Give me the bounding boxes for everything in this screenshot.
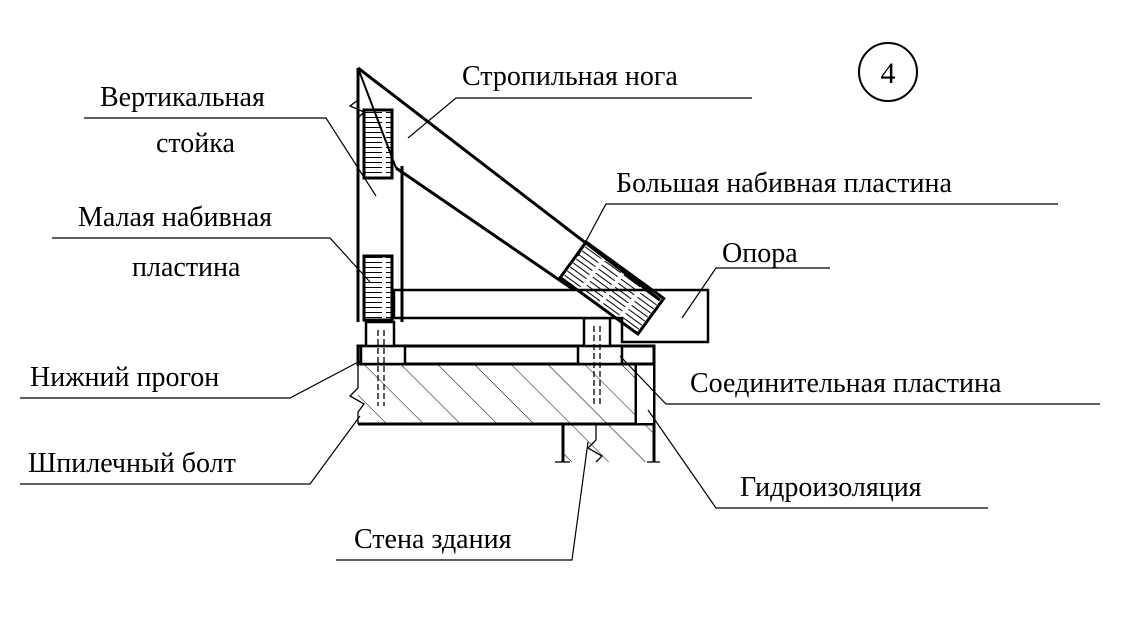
large-fill-plate <box>558 239 666 337</box>
label-rafter: Стропильная нога <box>462 61 678 92</box>
detail-number: 4 <box>858 42 918 102</box>
label-large-plate: Большая набивная пластина <box>616 168 952 199</box>
label-building-wall: Стена здания <box>354 524 512 555</box>
label-waterproofing: Гидроизоляция <box>740 472 922 503</box>
small-fill-plates <box>362 108 394 322</box>
label-support: Опора <box>722 238 798 269</box>
label-small-plate-line1: Малая набивная <box>78 202 272 233</box>
leader-lines <box>20 97 1100 561</box>
label-vertical-post-line1: Вертикальная <box>100 82 265 113</box>
label-vertical-post-line2: стойка <box>156 128 235 159</box>
detail-number-text: 4 <box>881 57 896 90</box>
label-bottom-purlin: Нижний прогон <box>30 362 219 393</box>
labels: Вертикальная стойка Стропильная нога Мал… <box>28 61 1002 555</box>
building-wall-section <box>348 362 660 463</box>
label-stud-bolt: Шпилечный болт <box>28 448 236 479</box>
label-small-plate-line2: пластина <box>132 252 241 283</box>
stud-bolts <box>364 316 612 406</box>
vertical-post <box>348 68 404 322</box>
label-connecting-plate: Соединительная пластина <box>690 368 1002 399</box>
